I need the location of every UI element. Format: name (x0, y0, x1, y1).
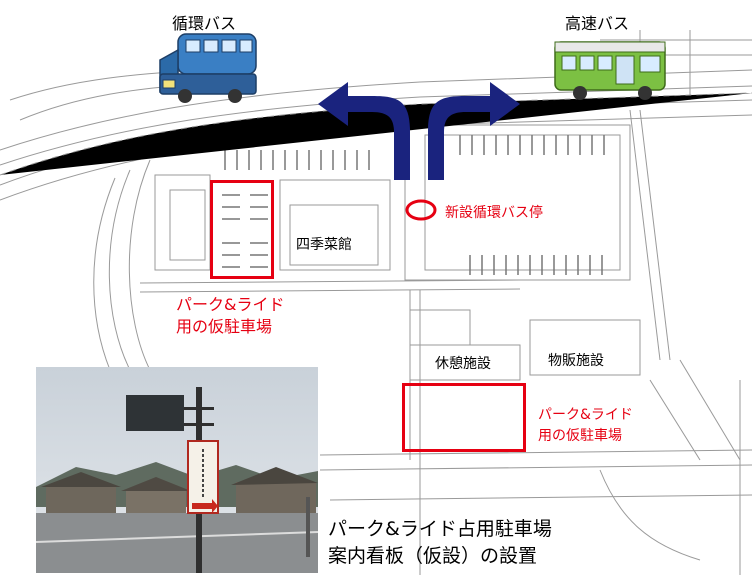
photo-caption: パーク&ライド占用駐車場 案内看板（仮設）の設置 (328, 516, 552, 570)
sales-facility-label: 物販施設 (546, 350, 606, 370)
guide-sign-photo (36, 367, 318, 573)
rest-facility-label: 休憩施設 (433, 353, 493, 373)
caption-line-2: 案内看板（仮設）の設置 (328, 545, 538, 567)
temp-parking-right-box (402, 383, 526, 452)
park-ride-left-label-2: 用の仮駐車場 (176, 317, 273, 336)
park-ride-right-label-2: 用の仮駐車場 (538, 428, 622, 444)
loop-bus-label: 循環バス (172, 14, 237, 33)
park-ride-right-label-1: パーク&ライド (538, 407, 633, 423)
express-bus-label: 高速バス (565, 14, 630, 33)
caption-line-1: パーク&ライド占用駐車場 (328, 518, 552, 540)
new-bus-stop-label: 新設循環バス停 (445, 205, 543, 221)
bus-direction-arrows (318, 82, 520, 180)
express-bus-icon (554, 41, 666, 100)
new-bus-stop-marker (405, 199, 437, 221)
temp-parking-left-box (210, 180, 274, 279)
shikisaikan-label: 四季菜館 (294, 234, 354, 254)
park-ride-left-label-1: パーク&ライド (176, 295, 285, 314)
loop-bus-icon (159, 33, 257, 103)
